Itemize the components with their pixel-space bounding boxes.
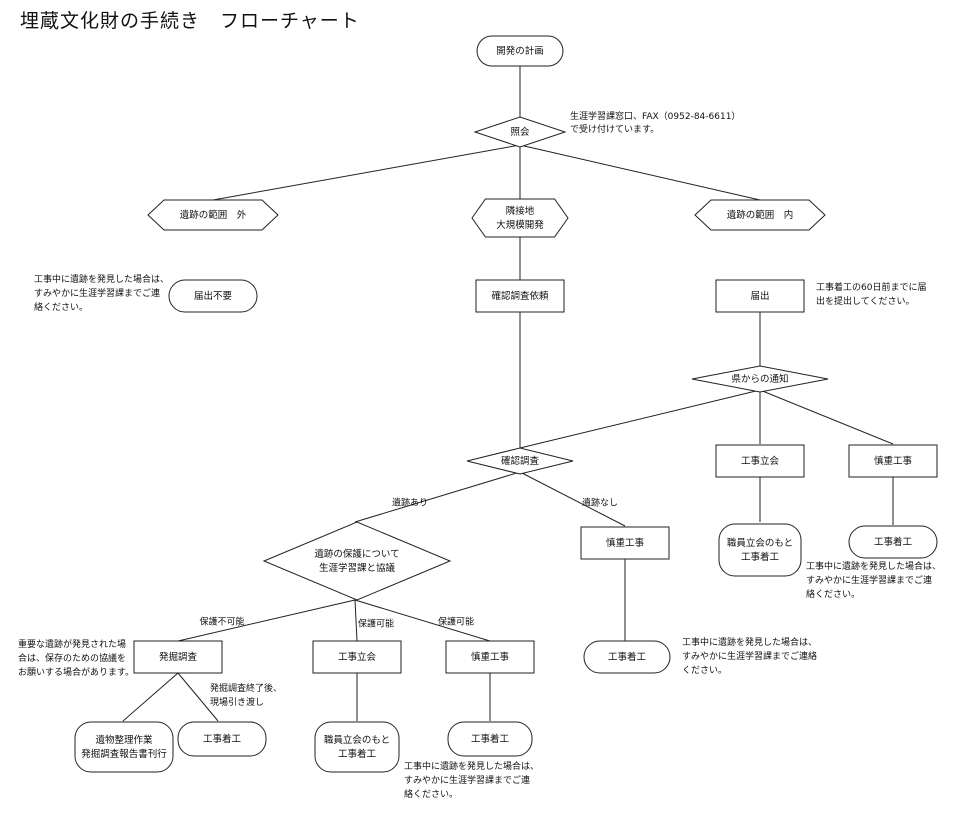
note-outside: 工事中に遺跡を発見した場合は、すみやかに生涯学習課までご連絡ください。 [34,273,169,313]
node-excavation-label: 発掘調査 [159,651,198,663]
connector-line [212,144,521,201]
node-outside-hexagon [147,199,279,231]
node-attendance-r-rect [715,444,805,478]
connector-line [177,599,356,642]
note-bottom: 工事中に遺跡を発見した場合は、すみやかに生涯学習課までご連絡ください。 [404,760,539,800]
node-confirm-survey-decision [466,447,574,475]
page-title: 埋蔵文化財の手続き フローチャート [20,10,360,32]
node-excavation-rect [133,640,223,674]
connector-line [354,599,491,642]
connector-line [519,389,761,449]
note-notify: 工事着工の60日前までに届出を提出してください。 [816,281,926,307]
node-staff-b-label: 職員立会のもと工事着工 [324,734,390,760]
node-prefecture-notice-label: 県からの通知 [731,373,788,385]
node-protection-label: 遺跡の保護について生涯学習課と協議 [314,548,399,574]
node-prefecture-notice-decision [691,365,829,393]
node-start-work-b3-terminal [447,721,533,757]
node-adjacent-hexagon [471,198,569,238]
connector-line [759,389,894,445]
edge-label-possible-2: 保護可能 [438,616,474,628]
node-protection-decision [262,521,452,601]
node-confirm-request-rect [475,279,565,313]
connector-line [122,672,179,722]
note-after-excavation: 発掘調査終了後、現場引き渡し [210,682,282,708]
node-careful-b-rect [445,640,535,674]
connector-line [354,599,358,642]
node-start-work-b1-terminal [177,721,267,757]
note-right-bottom: 工事中に遺跡を発見した場合は、すみやかに生涯学習課までご連絡ください。 [806,560,941,600]
node-attendance-b-label: 工事立会 [338,651,377,663]
edge-label-not-possible: 保護不可能 [199,616,244,628]
node-start-work-mid-terminal [583,640,671,674]
node-attendance-r-label: 工事立会 [741,455,780,467]
node-careful-r-label: 慎重工事 [874,455,913,467]
connector-line [519,471,626,527]
node-attendance-b-rect [312,640,402,674]
connector-line [354,471,521,523]
connector-line [519,144,761,201]
node-start-work-b3-label: 工事着工 [471,733,510,745]
node-artifacts-label: 遺物整理作業発掘調査報告書刊行 [81,734,167,760]
node-inquiry-decision [473,116,567,148]
node-start-work-r-label: 工事着工 [874,536,913,548]
node-no-notice-terminal [168,279,258,313]
node-confirm-survey-label: 確認調査 [501,455,540,467]
node-start-work-mid-label: 工事着工 [608,651,647,663]
node-careful-b-label: 慎重工事 [471,651,510,663]
node-confirm-request-label: 確認調査依頼 [491,290,549,302]
node-adjacent-label: 隣接地大規模開発 [496,205,544,231]
node-start-work-r-terminal [848,525,938,559]
edge-label-possible-1: 保護可能 [358,618,394,630]
connector-line [177,672,219,722]
note-excavation: 重要な遺跡が発見された場合は、保存のための協議をお願いする場合があります。 [18,638,134,678]
node-staff-b-terminal [314,721,400,773]
edge-label-remains-yes: 遺跡あり [392,497,428,509]
edge-label-remains-no: 遺跡なし [582,497,618,509]
node-outside-label: 遺跡の範囲 外 [180,209,247,221]
node-careful-mid-label: 慎重工事 [606,537,645,549]
node-careful-mid-rect [580,526,670,560]
node-inside-label: 遺跡の範囲 内 [727,209,794,221]
node-inquiry-label: 照会 [510,126,530,138]
node-staff-r-terminal [718,523,802,577]
node-start-label: 開発の計画 [496,45,544,57]
node-start-terminal [476,35,564,67]
note-mid-bottom: 工事中に遺跡を発見した場合は、すみやかに生涯学習課までご連絡ください。 [682,636,817,676]
node-careful-r-rect [848,444,938,478]
note-inquiry: 生涯学習課窓口、FAX（0952-84-6611）で受け付けています。 [570,110,740,135]
node-inside-hexagon [694,199,826,231]
node-notify-rect [715,279,805,313]
node-no-notice-label: 届出不要 [194,290,232,302]
node-notify-label: 届出 [750,290,769,302]
node-artifacts-terminal [74,721,174,773]
node-start-work-b1-label: 工事着工 [203,733,242,745]
node-staff-r-label: 職員立会のもと工事着工 [727,537,793,563]
